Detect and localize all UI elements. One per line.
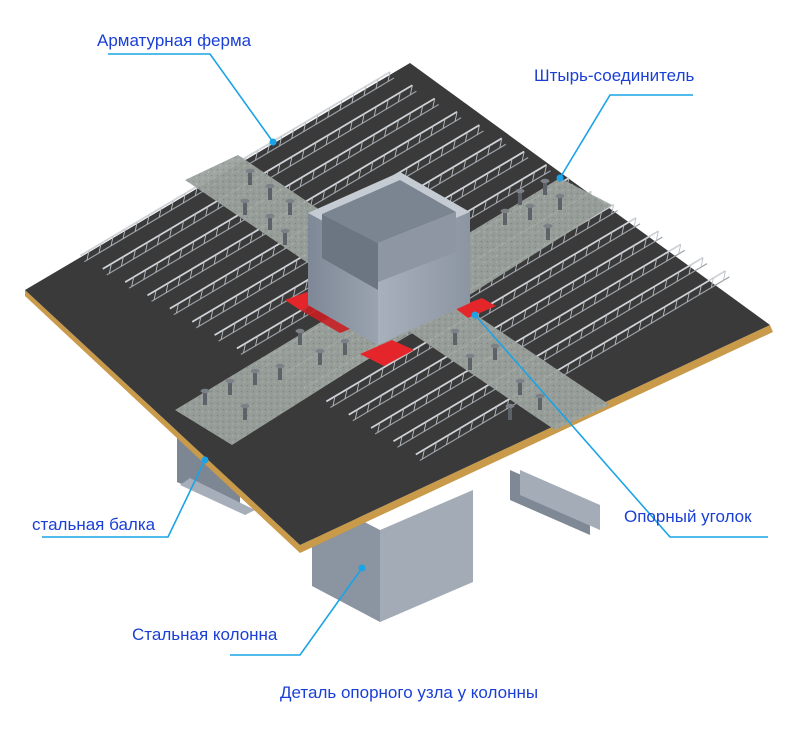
deck-edge — [25, 290, 773, 553]
label-steel-column: Стальная колонна — [132, 625, 278, 644]
shear-studs — [200, 168, 565, 420]
label-steel-beam: стальная балка — [32, 515, 156, 534]
steel-beam-right — [510, 470, 600, 535]
leader-dots — [201, 138, 564, 572]
caption: Деталь опорного узла у колонны — [280, 683, 539, 702]
label-rebar-truss: Арматурная ферма — [97, 31, 252, 50]
leader-lines — [42, 53, 768, 656]
steel-column-upper — [308, 172, 470, 345]
label-support-angle: Опорный уголок — [624, 507, 752, 526]
label-shear-stud: Штырь-соединитель — [534, 66, 695, 85]
